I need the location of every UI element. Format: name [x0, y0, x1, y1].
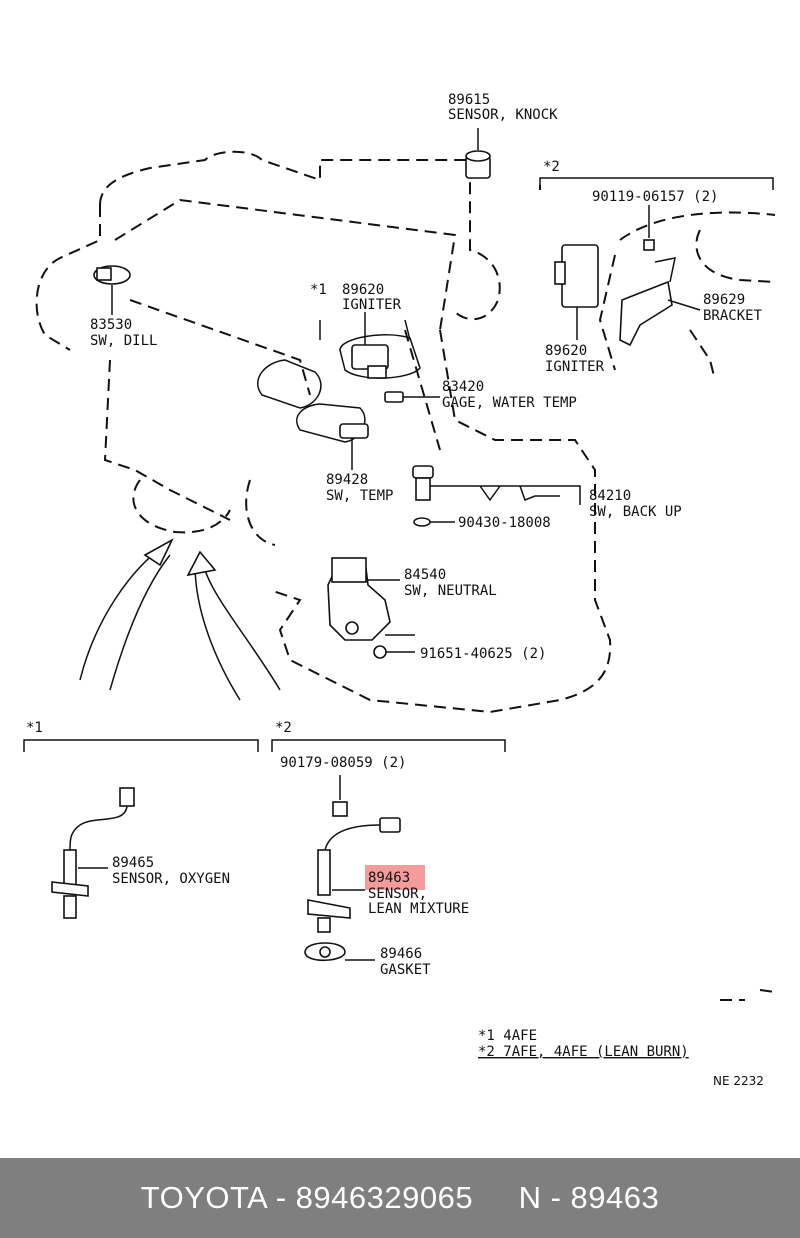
- oxygen-sensor-part: [51, 787, 135, 919]
- igniter-part: [351, 312, 389, 379]
- bolt3-number: 91651-40625 (2): [420, 646, 546, 662]
- gasket2-number: 89466: [380, 946, 422, 962]
- gasket2-name: GASKET: [380, 962, 431, 978]
- backup-number: 84210: [589, 488, 631, 504]
- section-bracket-top-right: [539, 177, 774, 190]
- gasket1-number: 90430-18008: [458, 515, 551, 531]
- bolt2-part: [643, 205, 655, 251]
- bracket-name: BRACKET: [703, 308, 763, 324]
- backup-name: SW, BACK UP: [589, 504, 682, 520]
- oxygen-number: 89465: [112, 855, 154, 871]
- gasket2-part: [304, 942, 375, 962]
- dill-switch-part: [93, 265, 131, 315]
- igniter2-number: 89620: [545, 343, 587, 359]
- section-mark-top-right: *2: [543, 159, 560, 175]
- dill-number: 83530: [90, 317, 132, 333]
- igniter1-prefix: *1: [310, 282, 327, 298]
- legend-line-2: *2 7AFE, 4AFE (LEAN BURN): [478, 1044, 689, 1060]
- temp-switch-part: [339, 423, 369, 470]
- bracket-number: 89629: [703, 292, 745, 308]
- section-bracket-right: [271, 739, 506, 752]
- bolt2-number: 90119-06157 (2): [592, 189, 718, 205]
- igniter2-name: IGNITER: [545, 359, 605, 375]
- parts-diagram: 89615 SENSOR, KNOCK 83530 SW, DILL *1 89…: [23, 92, 776, 1088]
- section-bracket-left: [23, 739, 259, 752]
- dill-name: SW, DILL: [90, 333, 157, 349]
- engine-outline: [35, 150, 776, 1001]
- footer-bar: TOYOTA - 8946329065 N - 89463: [0, 1158, 800, 1238]
- lean-sensor-part: [307, 817, 401, 933]
- nut-number: 90179-08059 (2): [280, 755, 406, 771]
- flow-arrows: [79, 538, 281, 701]
- lean-name-line1: SENSOR,: [368, 886, 427, 902]
- oxygen-name: SENSOR, OXYGEN: [112, 871, 230, 887]
- bracket-part: [619, 257, 701, 347]
- neutral-name: SW, NEUTRAL: [404, 583, 497, 599]
- igniter1-name: IGNITER: [342, 297, 402, 313]
- section-mark-left: *1: [26, 720, 43, 736]
- igniter1-number: 89620: [342, 282, 384, 298]
- diagram-code: NE 2232: [713, 1074, 764, 1088]
- swtemp-number: 89428: [326, 472, 368, 488]
- engine-details: [256, 319, 421, 443]
- lean-name-line2: LEAN MIXTURE: [368, 901, 469, 917]
- gage-number: 83420: [442, 379, 484, 395]
- igniter2-part: [554, 244, 599, 340]
- gage-name: GAGE, WATER TEMP: [442, 395, 577, 411]
- knock-number: 89615: [448, 92, 490, 108]
- knock-name: SENSOR, KNOCK: [448, 107, 558, 123]
- section-mark-right: *2: [275, 720, 292, 736]
- lean-number-highlight: [365, 865, 425, 890]
- nut-part: [332, 775, 348, 817]
- backup-switch-part: [412, 465, 581, 527]
- swtemp-name: SW, TEMP: [326, 488, 393, 504]
- neutral-number: 84540: [404, 567, 446, 583]
- knock-sensor-part: [465, 128, 491, 179]
- footer-text: TOYOTA - 8946329065 N - 89463: [140, 1180, 660, 1215]
- lean-number: 89463: [368, 870, 410, 886]
- water-temp-gage-part: [384, 391, 440, 403]
- legend-line-1: *1 4AFE: [478, 1028, 537, 1044]
- neutral-switch-part: [327, 557, 415, 659]
